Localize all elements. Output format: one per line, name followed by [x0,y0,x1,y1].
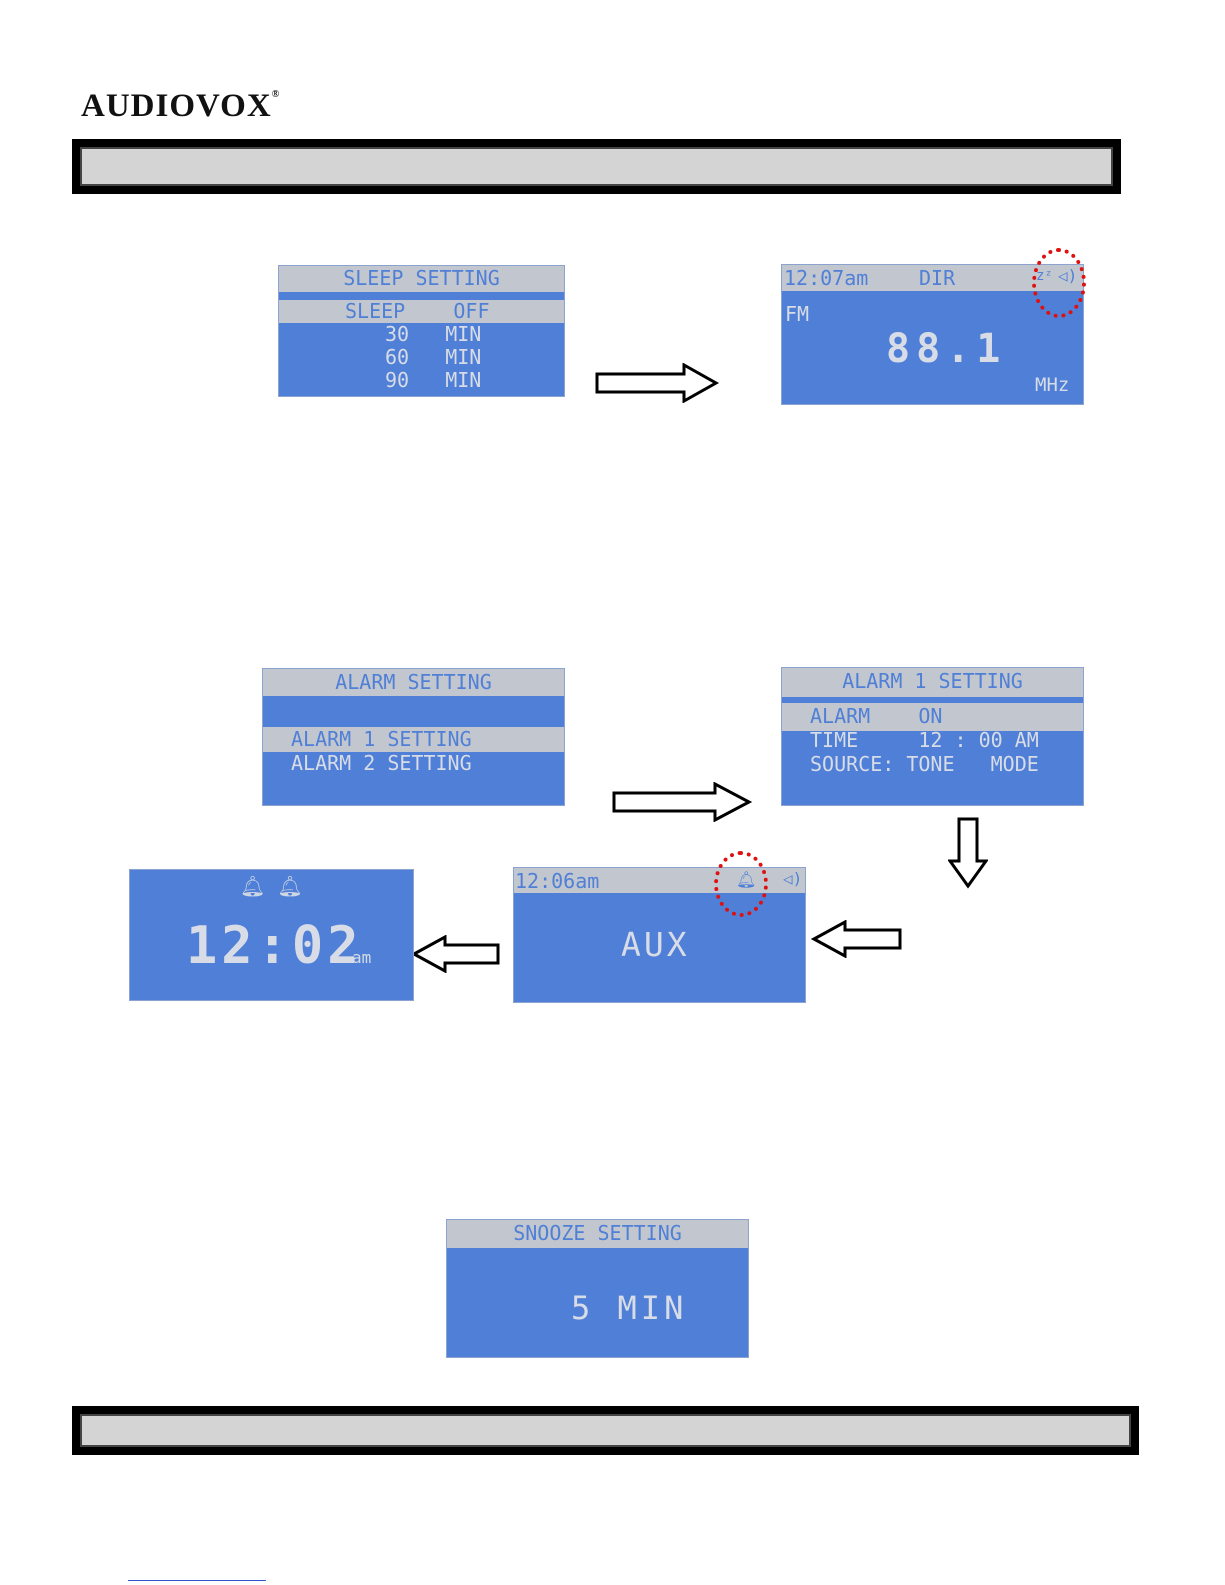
left-arrow-icon [811,920,902,958]
alarm1-source-row: SOURCE: TONE MODE [810,752,1039,776]
alarm-indicator-highlight-ring [714,851,768,917]
fm-band: FM [785,302,810,326]
section-footer-bar [72,1406,1139,1455]
fm-frequency: 88.1 [886,326,1007,372]
audiovox-logo: AUDIOVOX® [81,88,281,124]
alarm-setting-screen: ALARM SETTING ALARM 1 SETTING ALARM 2 SE… [262,668,565,806]
right-arrow-icon [595,363,720,403]
alarm-title: ALARM SETTING [263,669,564,696]
snooze-setting-screen: SNOOZE SETTING 5 MIN [446,1219,749,1358]
alarm-clock-screen: 🔔︎ 🔔︎ 12:02 am [129,869,414,1001]
snooze-value: 5 MIN [571,1289,688,1327]
alarm1-selected-row: ALARM ON [782,703,1083,731]
aux-clock: 12:06am [515,869,600,893]
sleep-setting-screen: SLEEP SETTING SLEEP OFF 30 MIN 60 MIN 90… [278,265,565,397]
clock-ampm: am [352,948,372,967]
alarm1-title: ALARM 1 SETTING [782,668,1083,697]
sleep-title: SLEEP SETTING [279,266,564,292]
fm-clock: 12:07am [784,266,869,290]
sleep-indicator-highlight-ring [1032,248,1086,318]
sleep-selected-option: SLEEP OFF [279,300,564,323]
left-arrow-icon [411,935,500,973]
speaker-icon: ◁) [783,869,803,888]
alarm1-setting-screen: ALARM 1 SETTING ALARM ON TIME 12 : 00 AM… [781,667,1084,806]
aux-source: AUX [621,925,690,964]
clock-time: 12:02 [186,916,363,976]
sleep-option-60: 60 MIN [385,345,482,369]
section-header-bar [72,139,1121,194]
sleep-option-30: 30 MIN [385,322,482,346]
alarm-bell-icons: 🔔︎ 🔔︎ [240,874,303,898]
right-arrow-icon [612,782,753,822]
down-arrow-icon [948,817,988,889]
fm-mode: DIR [919,266,956,290]
alarm-selected-option: ALARM 1 SETTING [263,727,564,752]
snooze-title: SNOOZE SETTING [447,1220,748,1248]
aux-screen: 12:06am 🔔︎ ◁) AUX [513,867,806,1003]
alarm-option-2: ALARM 2 SETTING [291,751,472,775]
footer-link-underline [128,1580,266,1581]
sleep-option-90: 90 MIN [385,368,482,392]
fm-unit: MHz [1035,374,1070,396]
alarm1-time-row: TIME 12 : 00 AM [810,728,1039,752]
